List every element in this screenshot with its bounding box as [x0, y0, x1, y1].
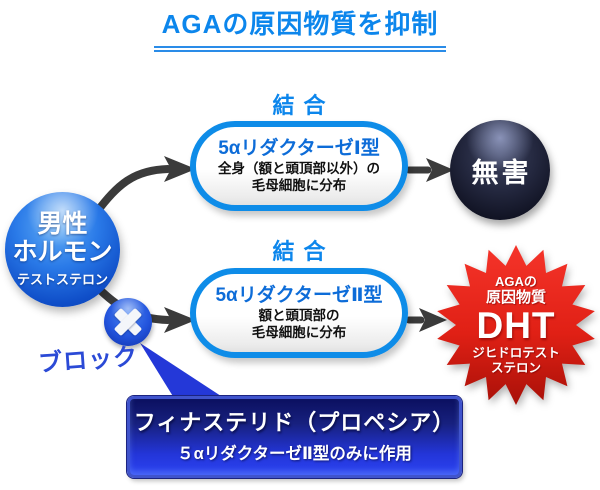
arrow-to-type1: [92, 165, 172, 217]
dht-starburst: AGAの 原因物質 DHT ジヒドロテスト ステロン: [431, 240, 600, 410]
block-label: ブロック: [37, 343, 140, 378]
reductase-type2-title: 5αリダクターゼⅡ型: [215, 284, 383, 306]
testosterone-sphere: 男性 ホルモン テストステロン: [5, 192, 120, 307]
reductase-type1-desc-line1: 全身（額と頭頂部以外）の: [218, 161, 380, 177]
title-bar: AGAの原因物質を抑制: [0, 4, 600, 52]
dht-sub-line2: ステロン: [490, 361, 541, 376]
arrowhead-harmless-icon: [426, 158, 454, 182]
dht-sub-line1: ジヒドロテスト: [472, 346, 560, 361]
harmless-sphere: 無害: [450, 120, 550, 220]
arrowhead-type1-icon: [164, 156, 196, 182]
hormone-label-line3: テストステロン: [16, 272, 108, 287]
bind-label-top: 結合: [272, 93, 335, 118]
starburst-icon: [437, 245, 595, 405]
dht-tag-line2: 原因物質: [485, 289, 546, 307]
hormone-label-line1: 男性: [37, 210, 88, 238]
arrowhead-type2-icon: [164, 307, 196, 333]
dht-name: DHT: [476, 305, 556, 347]
hormone-label-line2: ホルモン: [12, 237, 113, 266]
finasteride-box: フィナステリド（プロペシア） ５αリダクターゼⅡ型のみに作用: [127, 396, 462, 478]
finasteride-title: フィナステリド（プロペシア）: [133, 410, 456, 436]
finasteride-subtitle: ５αリダクターゼⅡ型のみに作用: [177, 444, 412, 463]
reductase-type1-title: 5αリダクターゼⅠ型: [218, 137, 380, 159]
reductase-type1-desc-line2: 毛母細胞に分布: [251, 177, 347, 193]
reductase-type2-pill: 5αリダクターゼⅡ型 額と頭頂部の 毛母細胞に分布: [190, 268, 408, 358]
dht-tag-line1: AGAの: [495, 273, 537, 289]
reductase-type1-pill: 5αリダクターゼⅠ型 全身（額と頭頂部以外）の 毛母細胞に分布: [190, 121, 408, 211]
dht-text-block: AGAの 原因物質 DHT ジヒドロテスト ステロン: [431, 240, 600, 410]
block-x-icon: [104, 298, 152, 346]
arrowhead-dht-icon: [419, 308, 447, 332]
bind-label-bottom: 結合: [272, 239, 335, 264]
callout-wedge: [140, 343, 224, 398]
harmless-label: 無害: [471, 157, 532, 188]
page-title: AGAの原因物質を抑制: [153, 4, 447, 52]
reductase-type2-desc-line2: 毛母細胞に分布: [251, 324, 347, 340]
reductase-type2-desc-line1: 額と頭頂部の: [258, 308, 340, 324]
